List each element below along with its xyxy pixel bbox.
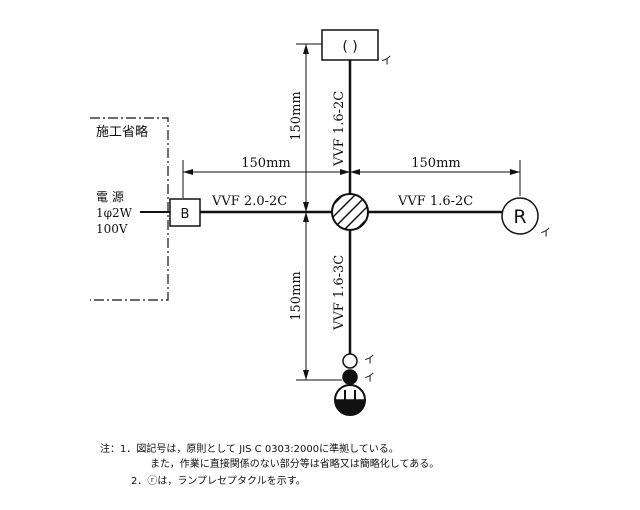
dim-left-label: 150mm (241, 156, 290, 171)
dim-down-label: 150mm (289, 271, 304, 320)
breaker-label: B (181, 207, 190, 222)
switch-symbol (342, 369, 358, 385)
dim-down-arrow-bottom (303, 370, 309, 380)
note-line-2: また，作業に直接関係のない部分等は省略又は簡略化してある。 (150, 459, 440, 470)
ceiling-light-box (321, 29, 379, 61)
cable-up-label: VVF 1.6-2C (332, 91, 347, 167)
junction-box-hatch (332, 194, 368, 230)
lamp-symbol (342, 353, 358, 369)
omitted-label: 施工省略 (96, 124, 148, 140)
ceiling-light-tag: イ (381, 54, 392, 67)
omitted-boundary (90, 117, 169, 301)
receptacle-tag: イ (540, 226, 551, 239)
outlet-lower-fill (335, 400, 365, 415)
power-phase-label: 1φ2W (96, 206, 133, 220)
receptacle-symbol: R (513, 206, 526, 228)
dim-down-arrow-top (303, 212, 309, 222)
dim-left-arrow-end (340, 169, 350, 175)
switch-tag: イ (364, 371, 375, 384)
dim-up-arrow-bottom (303, 202, 309, 212)
power-source-label: 電 源 (96, 190, 124, 204)
dim-up-arrow-top (303, 44, 309, 54)
cable-right-label: VVF 1.6-2C (397, 194, 473, 209)
dim-up-label: 150mm (289, 91, 304, 140)
note-line-1: 注：1．図記号は，原則として JIS C 0303:2000に準拠している。 (100, 444, 399, 455)
lamp-tag: イ (364, 353, 375, 366)
dim-right-arrow-start (350, 169, 360, 175)
power-voltage-label: 100V (96, 222, 128, 236)
dim-right-arrow-end (510, 169, 520, 175)
note-line-3: 2．ⓡは，ランプレセプタクルを示す。 (131, 476, 306, 487)
receptacle-circle (501, 197, 539, 235)
ceiling-light-symbol: ( ) (342, 39, 357, 55)
dim-right-label: 150mm (411, 156, 460, 171)
dim-left-arrow-start (183, 169, 193, 175)
cable-left-label: VVF 2.0-2C (211, 194, 287, 209)
cable-down-label: VVF 1.6-3C (332, 255, 347, 331)
